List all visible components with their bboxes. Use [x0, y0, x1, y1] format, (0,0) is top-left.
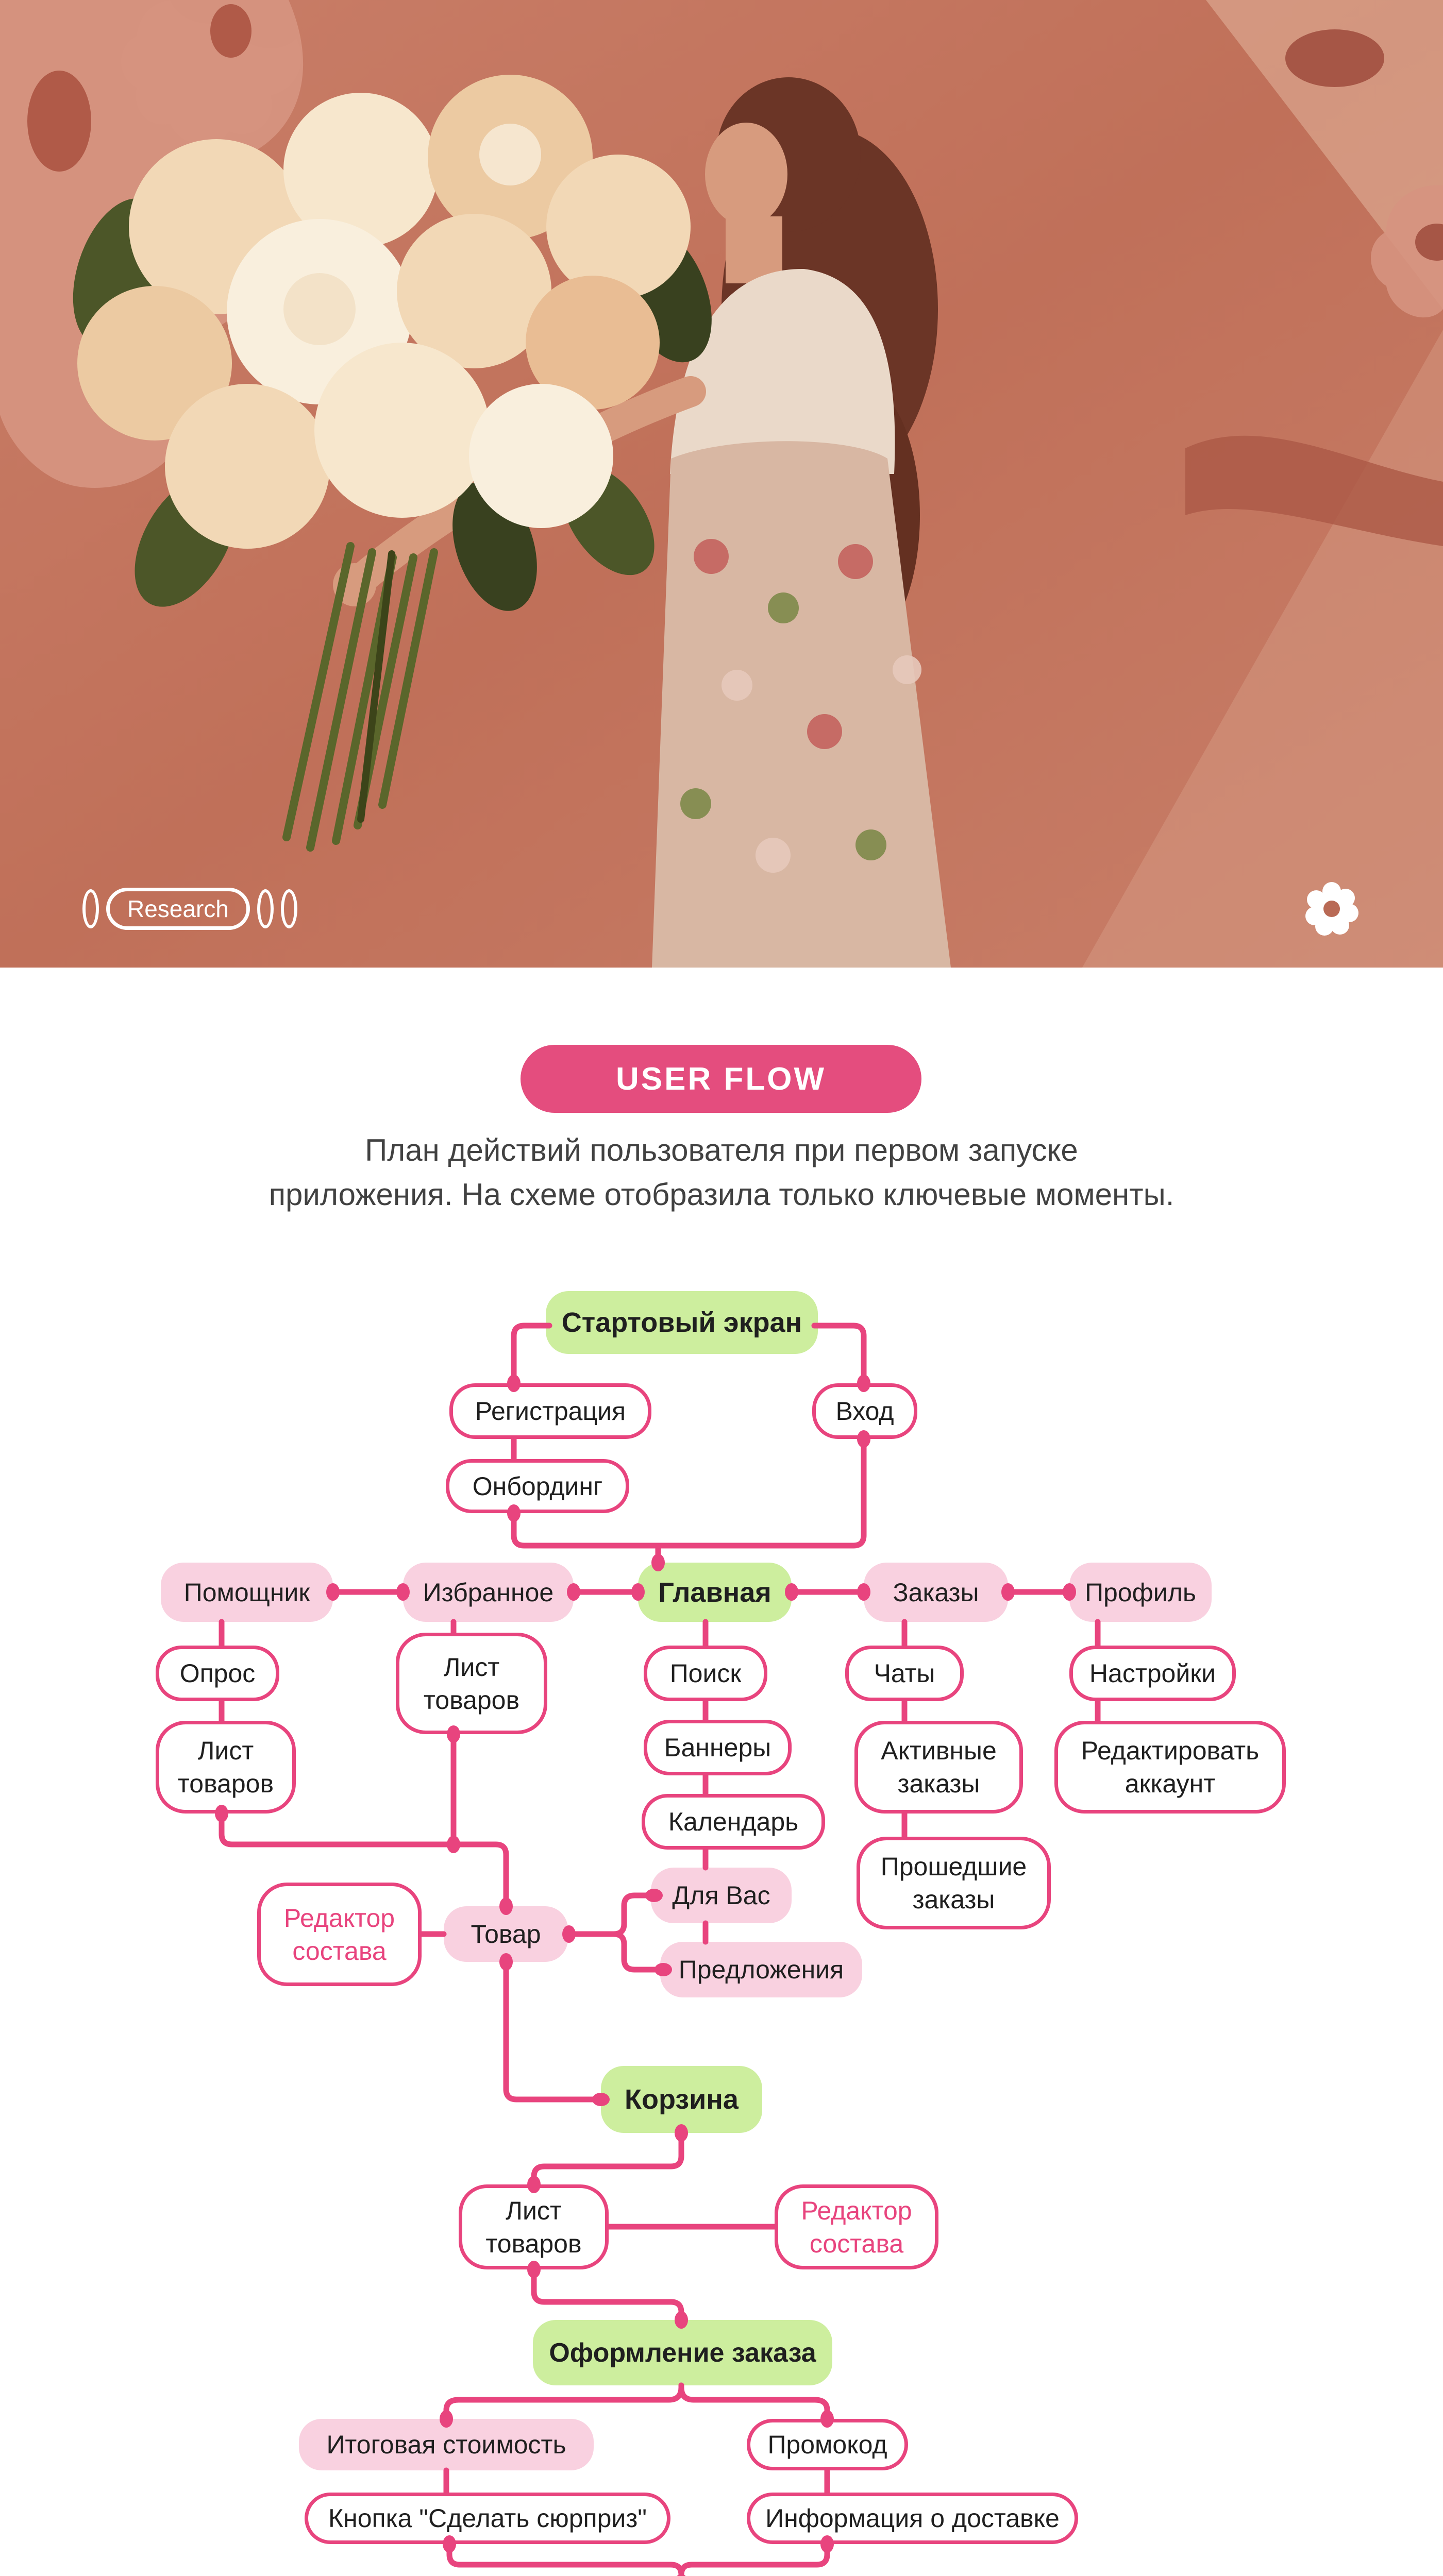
flow-node-profile: Профиль	[1069, 1563, 1212, 1622]
flow-node-registration: Регистрация	[449, 1383, 651, 1439]
oval-decoration	[257, 889, 274, 928]
intro-line-1: План действий пользователя при первом за…	[365, 1133, 1078, 1167]
flow-node-offers: Предложения	[660, 1942, 862, 1997]
flow-node-settings: Настройки	[1069, 1646, 1236, 1701]
research-tag: Research	[82, 887, 297, 930]
flow-node-surprise-button: Кнопка "Сделать сюрприз"	[305, 2493, 670, 2544]
hero-photo	[0, 0, 1443, 968]
flow-node-assistant: Помощник	[161, 1563, 333, 1622]
flow-node-favorites: Избранное	[403, 1563, 574, 1622]
flow-node-for-you: Для Вас	[651, 1868, 792, 1923]
research-pill: Research	[106, 888, 250, 930]
flow-node-onboarding: Онбординг	[446, 1459, 629, 1513]
flow-node-product: Товар	[444, 1906, 568, 1962]
flow-node-cart: Корзина	[601, 2066, 762, 2133]
intro-line-2: приложения. На схеме отобразила только к…	[269, 1177, 1174, 1212]
flow-node-total-cost: Итоговая стоимость	[299, 2419, 594, 2470]
flow-node-login: Вход	[812, 1383, 917, 1439]
user-flow-badge: USER FLOW	[521, 1045, 921, 1113]
flow-node-calendar: Календарь	[642, 1794, 825, 1850]
research-label: Research	[127, 895, 229, 922]
flow-node-start-screen: Стартовый экран	[546, 1291, 818, 1354]
flow-node-chats: Чаты	[845, 1646, 964, 1701]
flow-node-checkout: Оформление заказа	[533, 2320, 832, 2385]
intro-text: План действий пользователя при первом за…	[0, 1128, 1443, 1217]
flow-node-promo-code: Промокод	[747, 2419, 908, 2470]
oval-decoration	[280, 889, 297, 928]
flow-node-search: Поиск	[644, 1646, 767, 1701]
badge-label: USER FLOW	[616, 1061, 826, 1097]
flow-node-home: Главная	[638, 1563, 792, 1622]
flower-icon	[1305, 882, 1358, 936]
bouquet	[73, 75, 712, 852]
flow-node-survey: Опрос	[156, 1646, 279, 1701]
flow-node-delivery-info: Информация о доставке	[747, 2493, 1078, 2544]
oval-decoration	[82, 889, 99, 928]
flow-node-orders: Заказы	[864, 1563, 1008, 1622]
flow-node-banners: Баннеры	[644, 1720, 792, 1775]
woman-figure	[333, 77, 951, 968]
